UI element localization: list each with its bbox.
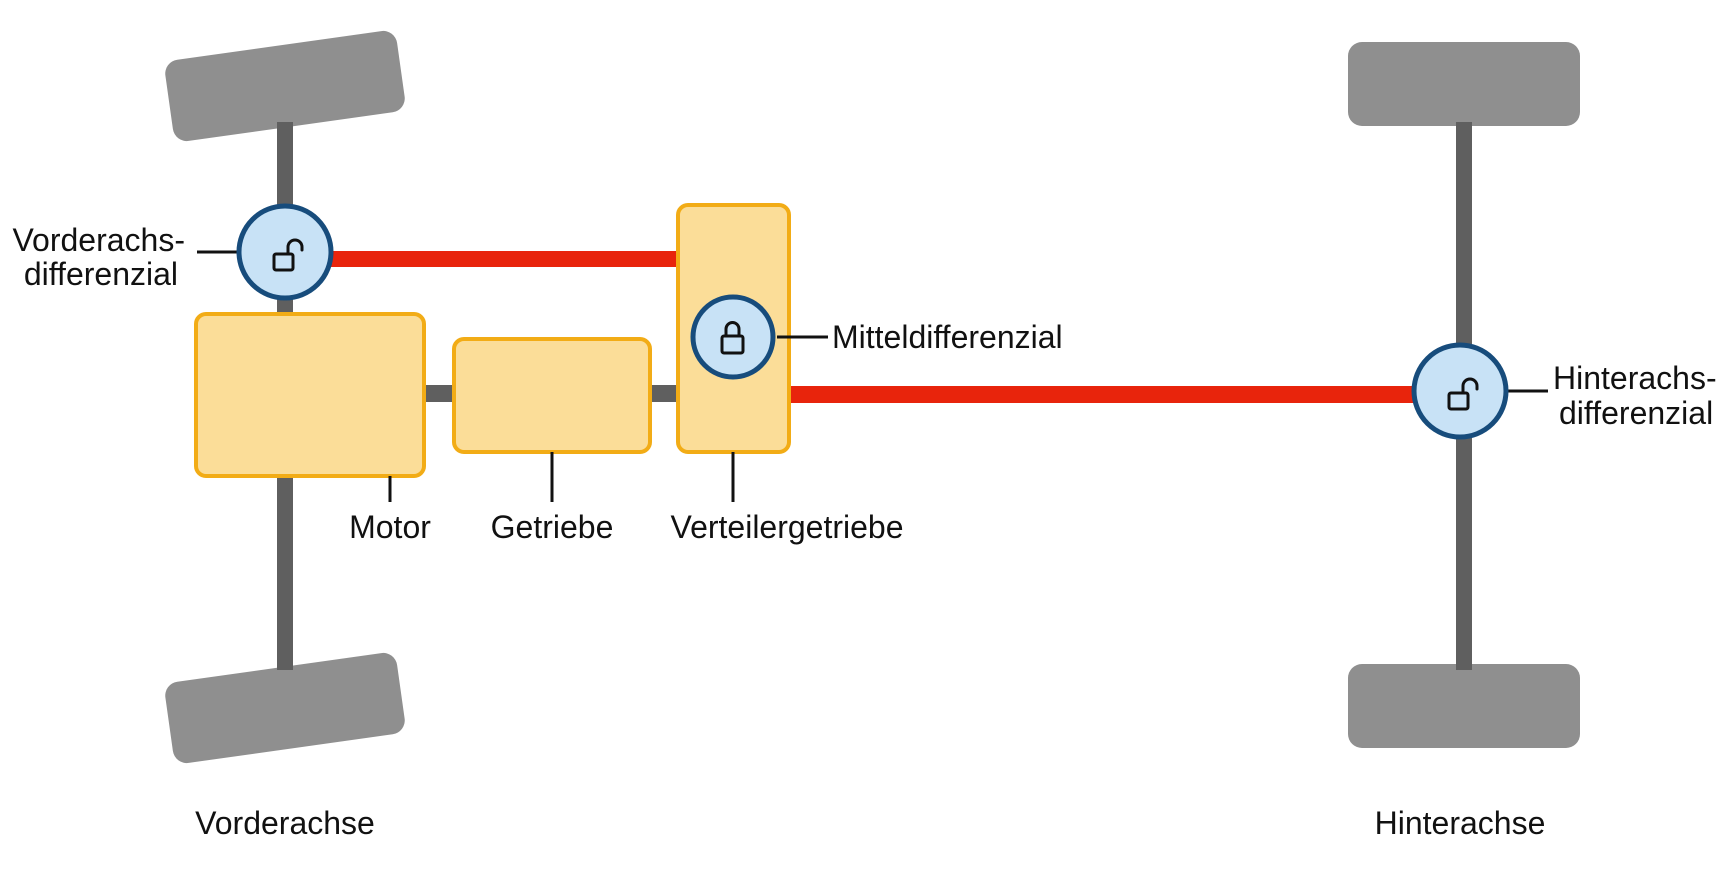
rear-left-wheel <box>1348 42 1580 126</box>
front-right-wheel <box>165 652 405 764</box>
front-left-wheel <box>165 30 405 142</box>
front-diff-label-line2: differenzial <box>24 256 178 292</box>
rear-diff-label-line1: Hinterachs- <box>1553 360 1717 396</box>
locked-padlock-icon <box>720 321 745 355</box>
unlocked-padlock-icon <box>1447 377 1479 411</box>
leader-lines <box>197 250 1548 502</box>
rear-differential <box>1411 342 1509 440</box>
rear-right-wheel <box>1348 664 1580 748</box>
power-flow-rear <box>789 386 1427 403</box>
unlocked-padlock-icon <box>272 238 304 272</box>
getriebe-label: Getriebe <box>491 509 614 545</box>
motor-box <box>194 312 426 478</box>
rear-axle-label: Hinterachse <box>1375 805 1546 841</box>
rear-diff-label-line2: differenzial <box>1559 395 1713 431</box>
getriebe-box <box>452 337 652 454</box>
center-diff-label: Mitteldifferenzial <box>832 319 1063 355</box>
power-flow-front <box>320 251 682 267</box>
front-diff-label-line1: Vorderachs- <box>12 222 185 258</box>
verteilergetriebe-label: Verteilergetriebe <box>670 509 903 545</box>
shaft-motor-getriebe <box>424 385 454 402</box>
center-differential <box>690 294 776 380</box>
front-differential <box>236 203 334 301</box>
shaft-getriebe-verteilergetriebe <box>650 385 680 402</box>
motor-label: Motor <box>349 509 431 545</box>
front-axle-label: Vorderachse <box>195 805 375 841</box>
